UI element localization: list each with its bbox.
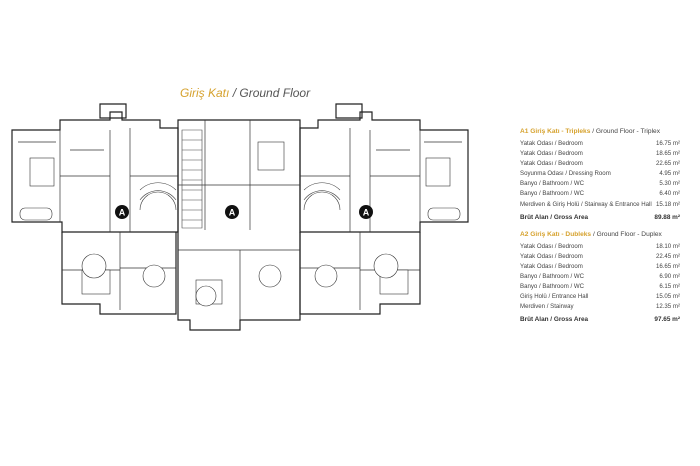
room-row: Merdiven / Stairway 12.35 m²: [520, 302, 680, 312]
area-legend: A1 Giriş Katı - Tripleks / Ground Floor …: [520, 128, 680, 325]
room-label: Merdiven & Giriş Holü / Stairway & Entra…: [520, 200, 652, 208]
room-label: Yatak Odası / Bedroom: [520, 252, 583, 260]
room-area: 6.40 m²: [659, 190, 680, 198]
title-english: Ground Floor: [239, 86, 311, 100]
room-row: Yatak Odası / Bedroom 16.75 m²: [520, 139, 680, 149]
room-label: Merdiven / Stairway: [520, 303, 574, 311]
room-area: 15.05 m²: [655, 293, 680, 301]
room-label: Yatak Odası / Bedroom: [520, 160, 583, 168]
room-area: 6.90 m²: [659, 272, 680, 280]
room-area: 6.15 m²: [659, 283, 680, 291]
room-area: 18.65 m²: [655, 150, 680, 158]
right-wing-outline: [299, 111, 469, 233]
left-canopy: [99, 103, 127, 119]
unit-marker-label: A: [119, 208, 126, 218]
room-label: Soyunma Odası / Dressing Room: [520, 170, 611, 178]
bed: [29, 157, 55, 187]
room-area: 18.10 m²: [655, 242, 680, 250]
left-stair: [139, 182, 177, 191]
a1-title-turkish: A1 Giriş Katı - Tripleks: [520, 128, 591, 135]
furniture-group: [19, 141, 461, 307]
a2-total-value: 97.65 m²: [654, 316, 680, 324]
left-lower-outline: [61, 232, 177, 315]
a1-title-english: / Ground Floor - Triplex: [592, 128, 660, 135]
room-row: Banyo / Bathroom / WC 6.90 m²: [520, 272, 680, 282]
a1-total-row: Brüt Alan / Gross Area 89.88 m²: [520, 212, 680, 223]
room-area: 22.65 m²: [655, 160, 680, 168]
room-area: 22.45 m²: [655, 252, 680, 260]
a2-section-title: A2 Giriş Katı - Dubleks / Ground Floor -…: [520, 231, 680, 238]
room-row: Giriş Holü / Entrance Hall 15.05 m²: [520, 292, 680, 302]
room-area: 15.18 m²: [655, 200, 680, 208]
room-row: Yatak Odası / Bedroom 22.65 m²: [520, 159, 680, 169]
room-label: Banyo / Bathroom / WC: [520, 180, 585, 188]
a2-total-label: Brüt Alan / Gross Area: [520, 316, 589, 324]
room-row: Banyo / Bathroom / WC 6.15 m²: [520, 282, 680, 292]
right-canopy: [335, 103, 363, 119]
unit-marker-label: A: [363, 208, 370, 218]
page-title: Giriş Katı / Ground Floor: [180, 86, 310, 100]
stairs-group: [139, 129, 341, 229]
room-row: Yatak Odası / Bedroom 18.65 m²: [520, 149, 680, 159]
title-turkish: Giriş Katı: [180, 86, 230, 100]
room-label: Yatak Odası / Bedroom: [520, 242, 583, 250]
room-row: Soyunma Odası / Dressing Room 4.95 m²: [520, 169, 680, 179]
room-label: Banyo / Bathroom / WC: [520, 190, 585, 198]
room-row: Yatak Odası / Bedroom 18.10 m²: [520, 242, 680, 252]
bed: [425, 157, 451, 187]
room-label: Giriş Holü / Entrance Hall: [520, 293, 589, 301]
bathtub: [19, 207, 53, 221]
room-area: 16.65 m²: [655, 262, 680, 270]
unit-marker-center: A: [225, 205, 239, 219]
room-label: Yatak Odası / Bedroom: [520, 150, 583, 158]
a1-total-label: Brüt Alan / Gross Area: [520, 213, 589, 221]
bathtub: [427, 207, 461, 221]
bed: [257, 141, 285, 171]
title-separator: /: [232, 86, 237, 100]
room-label: Yatak Odası / Bedroom: [520, 262, 583, 270]
a2-title-turkish: A2 Giriş Katı - Dubleks: [520, 230, 592, 238]
room-row: Banyo / Bathroom / WC 5.30 m²: [520, 179, 680, 189]
room-area: 4.95 m²: [659, 170, 680, 178]
left-wing-outline: [11, 111, 179, 233]
unit-marker-label: A: [229, 208, 236, 218]
room-label: Yatak Odası / Bedroom: [520, 140, 583, 147]
a2-total-row: Brüt Alan / Gross Area 97.65 m²: [520, 314, 680, 325]
center-stair: [181, 129, 203, 229]
room-row: Yatak Odası / Bedroom 16.65 m²: [520, 262, 680, 272]
unit-marker-right: A: [359, 205, 373, 219]
room-area: 5.30 m²: [659, 180, 680, 188]
room-area: 16.75 m²: [655, 140, 680, 147]
unit-marker-left: A: [115, 205, 129, 219]
room-row: Banyo / Bathroom / WC 6.40 m²: [520, 189, 680, 199]
wardrobe-round: [81, 253, 107, 279]
room-area: 12.35 m²: [655, 303, 680, 311]
right-lower-outline: [299, 232, 421, 315]
a1-section-title: A1 Giriş Katı - Tripleks / Ground Floor …: [520, 128, 680, 135]
room-row: Yatak Odası / Bedroom 22.45 m²: [520, 252, 680, 262]
room-label: Banyo / Bathroom / WC: [520, 272, 585, 280]
a2-title-english: / Ground Floor - Duplex: [592, 230, 662, 238]
room-label: Banyo / Bathroom / WC: [520, 283, 585, 291]
room-row: Merdiven & Giriş Holü / Stairway & Entra…: [520, 200, 680, 210]
right-stair: [303, 182, 341, 191]
a1-total-value: 89.88 m²: [654, 213, 680, 221]
